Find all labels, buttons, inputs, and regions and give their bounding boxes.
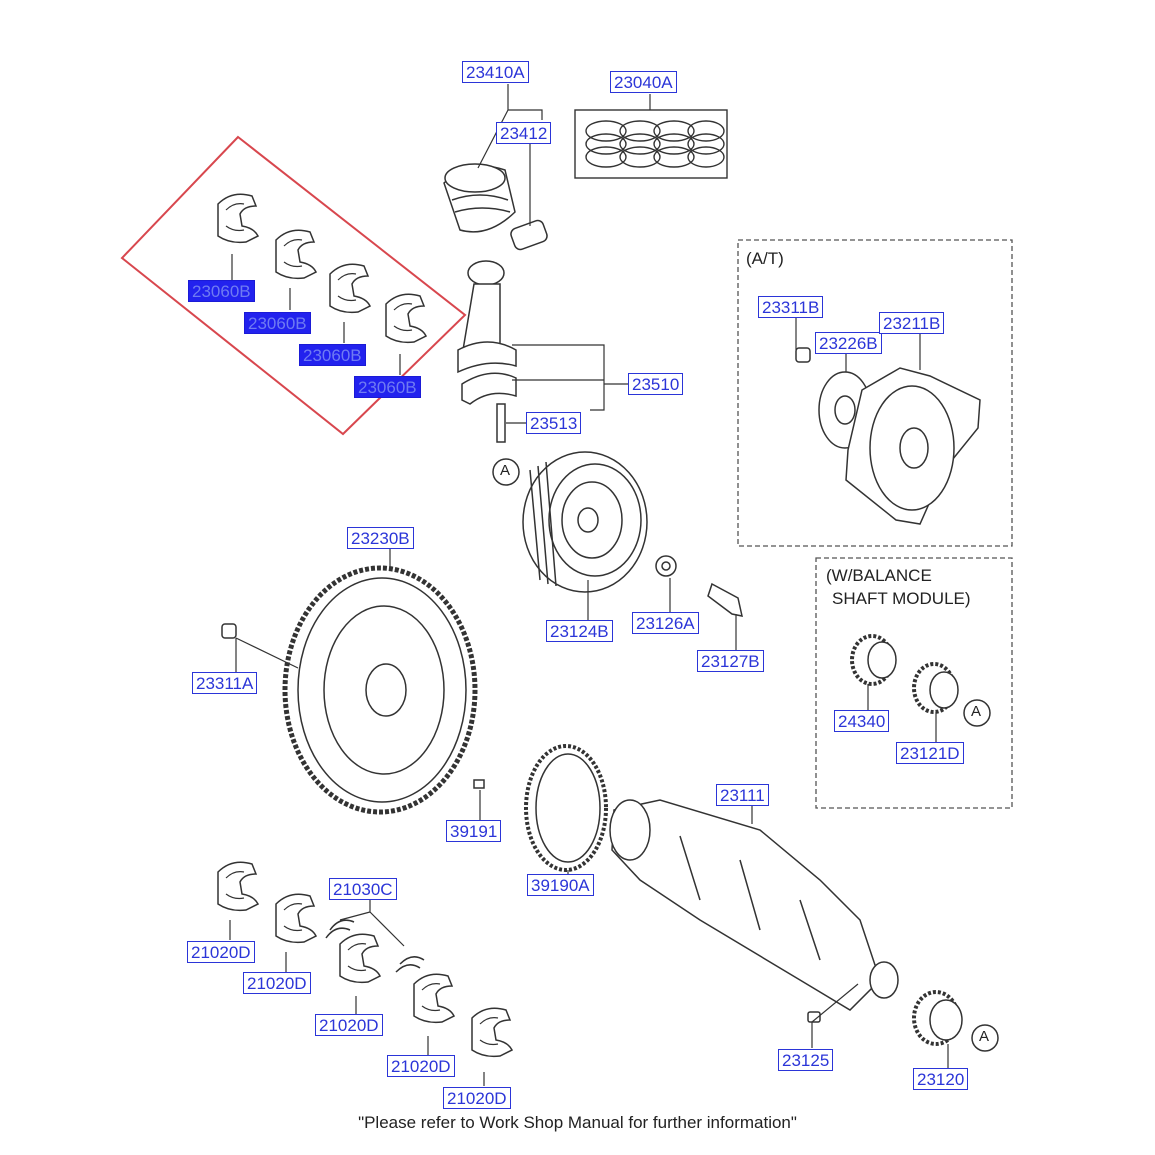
thrust-washers <box>325 919 425 973</box>
label-23412[interactable]: 23412 <box>496 122 552 144</box>
connecting-rod <box>457 260 517 443</box>
label-23311B[interactable]: 23311B <box>758 296 824 318</box>
label-21020D-2[interactable]: 21020D <box>243 972 311 994</box>
highlight-box <box>120 135 467 436</box>
label-23126A[interactable]: 23126A <box>632 612 699 634</box>
label-23060B-3[interactable]: 23060B <box>299 344 366 366</box>
balance-note-line2: SHAFT MODULE) <box>832 589 971 608</box>
label-21020D-1[interactable]: 21020D <box>187 941 255 963</box>
damper-pulley <box>522 451 743 617</box>
label-23125[interactable]: 23125 <box>778 1049 834 1071</box>
label-23311A[interactable]: 23311A <box>192 672 258 694</box>
label-23230B[interactable]: 23230B <box>347 527 414 549</box>
at-box <box>737 239 1013 547</box>
label-23111[interactable]: 23111 <box>716 784 769 806</box>
label-21020D-4[interactable]: 21020D <box>387 1055 455 1077</box>
drive-plate <box>795 347 981 525</box>
label-23120[interactable]: 23120 <box>913 1068 969 1090</box>
balance-note-line1: (W/BALANCE <box>826 566 932 585</box>
at-note: (A/T) <box>746 249 784 268</box>
crank-sprocket <box>912 990 963 1046</box>
label-21020D-3[interactable]: 21020D <box>315 1014 383 1036</box>
ref-a-balance: A <box>971 703 982 720</box>
balance-gears <box>850 634 959 714</box>
label-23226B[interactable]: 23226B <box>815 332 882 354</box>
label-23121D[interactable]: 23121D <box>896 742 964 764</box>
ref-a-circles <box>492 458 999 1052</box>
label-23040A[interactable]: 23040A <box>610 71 677 93</box>
label-21020D-5[interactable]: 21020D <box>443 1087 511 1109</box>
flywheel <box>221 565 478 815</box>
ref-a-sprocket: A <box>979 1028 990 1045</box>
label-23124B[interactable]: 23124B <box>546 620 613 642</box>
label-23060B-2[interactable]: 23060B <box>244 312 311 334</box>
ref-a-pulley: A <box>500 462 511 479</box>
balance-box <box>815 557 1013 809</box>
label-23127B[interactable]: 23127B <box>697 650 764 672</box>
target-wheel <box>473 744 608 872</box>
label-39190A[interactable]: 39190A <box>527 874 594 896</box>
label-23211B[interactable]: 23211B <box>879 312 945 334</box>
label-23060B-1[interactable]: 23060B <box>188 280 255 302</box>
piston-rings <box>574 109 728 179</box>
label-24340[interactable]: 24340 <box>834 710 890 732</box>
label-23513[interactable]: 23513 <box>526 412 582 434</box>
label-23510[interactable]: 23510 <box>628 373 684 395</box>
footer-note: "Please refer to Work Shop Manual for fu… <box>358 1113 797 1132</box>
label-23060B-4[interactable]: 23060B <box>354 376 421 398</box>
piston <box>443 163 548 251</box>
label-21030C[interactable]: 21030C <box>329 878 397 900</box>
label-39191[interactable]: 39191 <box>446 820 502 842</box>
label-23410A[interactable]: 23410A <box>462 61 529 83</box>
crankshaft <box>609 799 899 1023</box>
leader-lines <box>229 84 949 1086</box>
